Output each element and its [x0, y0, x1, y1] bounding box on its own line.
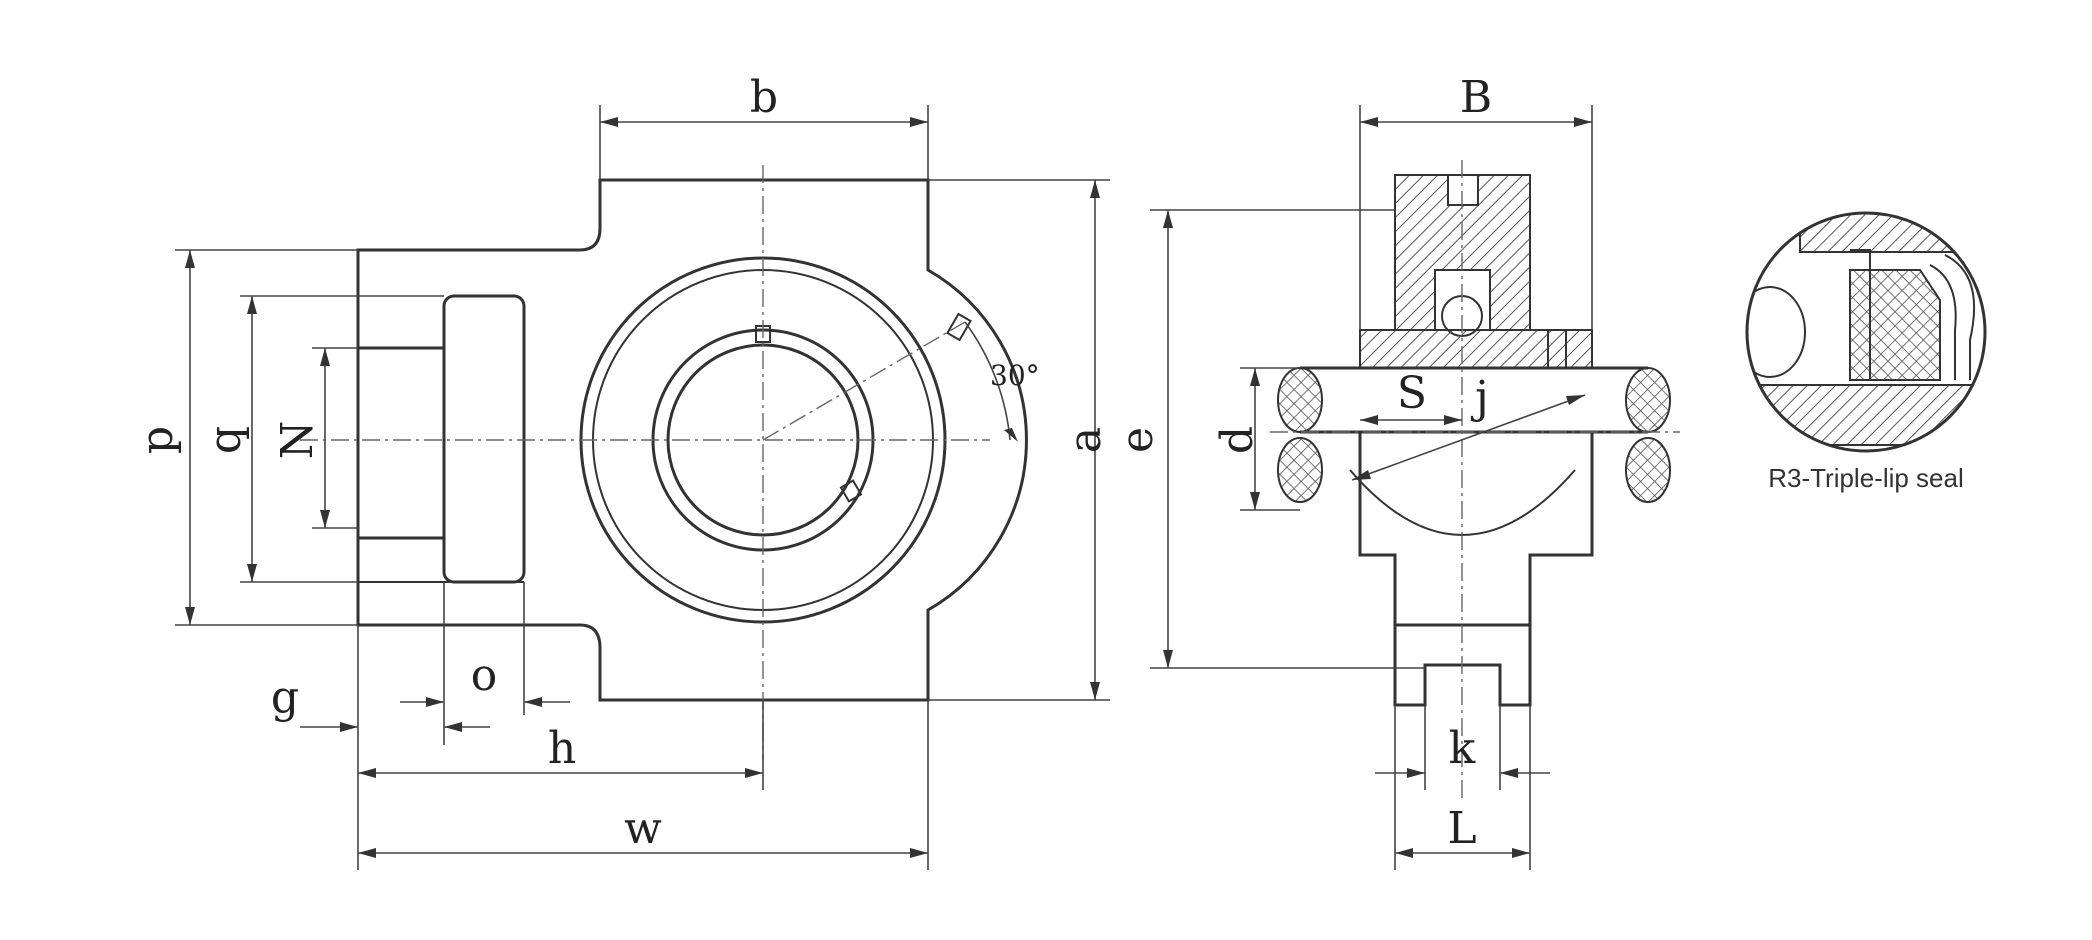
dim-d-label: d: [1212, 426, 1263, 454]
shaft: [1300, 366, 1648, 434]
dim-g-label: g: [271, 672, 299, 723]
side-view: B e d S j k: [1112, 72, 1680, 870]
dim-e-label: e: [1112, 427, 1163, 453]
dim-L-label: L: [1447, 803, 1476, 854]
dim-p-label: p: [132, 426, 183, 454]
seal-detail: R3-Triple-lip seal: [1745, 211, 1987, 493]
dim-o-label: o: [471, 650, 498, 701]
angle-label: 30°: [990, 359, 1040, 392]
set-screw: [839, 479, 863, 503]
housing-outline: [356, 178, 1028, 702]
inner-ring-section: [1359, 329, 1593, 369]
dim-N-label: N: [272, 421, 323, 460]
seal-detail-circle: [1745, 211, 1987, 453]
seal-caption: R3-Triple-lip seal: [1768, 463, 1964, 493]
dim-h-label: h: [548, 723, 576, 774]
dim-S-label: S: [1397, 368, 1427, 419]
dim-a-label: a: [1060, 427, 1111, 453]
dim-j-label: j: [1470, 372, 1489, 423]
dim-q-label: q: [200, 426, 251, 454]
dim-w-label: w: [624, 803, 662, 854]
front-view: 30° b a p q N: [132, 72, 1111, 870]
grease-fitting-icon: [946, 312, 972, 342]
guide-block: [442, 294, 526, 584]
dim-B-label: B: [1460, 72, 1492, 123]
guide-slot: [356, 346, 446, 540]
dim-k-label: k: [1449, 723, 1476, 774]
dim-b-label: b: [750, 72, 778, 123]
